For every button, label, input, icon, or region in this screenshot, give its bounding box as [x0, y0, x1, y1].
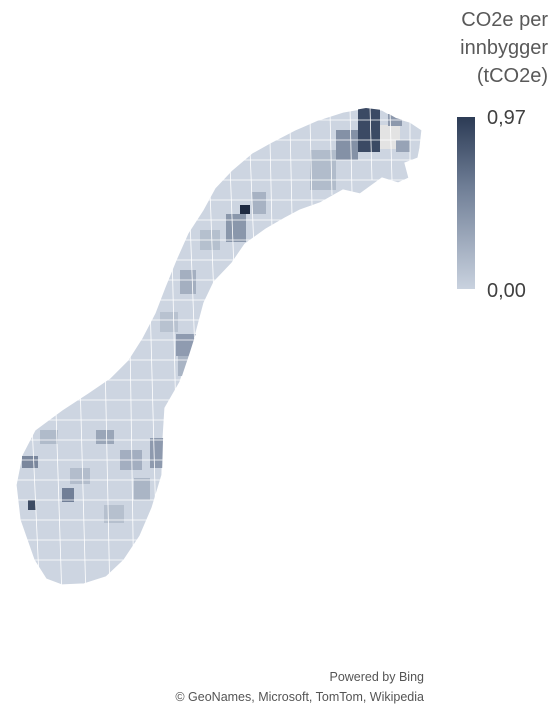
choropleth-map[interactable]: [0, 0, 440, 640]
norway-outline: [15, 107, 423, 586]
map-attribution: Powered by Bing © GeoNames, Microsoft, T…: [175, 667, 424, 707]
legend-min-label: 0,00: [487, 280, 526, 302]
legend-title: CO2e per innbygger (tCO2e): [460, 9, 548, 87]
norway-map-svg: [15, 107, 423, 586]
attribution-credits: © GeoNames, Microsoft, TomTom, Wikipedia: [175, 690, 424, 704]
legend-color-scale: [457, 117, 475, 289]
legend-max-label: 0,97: [487, 107, 526, 129]
powered-by-bing: Powered by Bing: [329, 670, 424, 684]
